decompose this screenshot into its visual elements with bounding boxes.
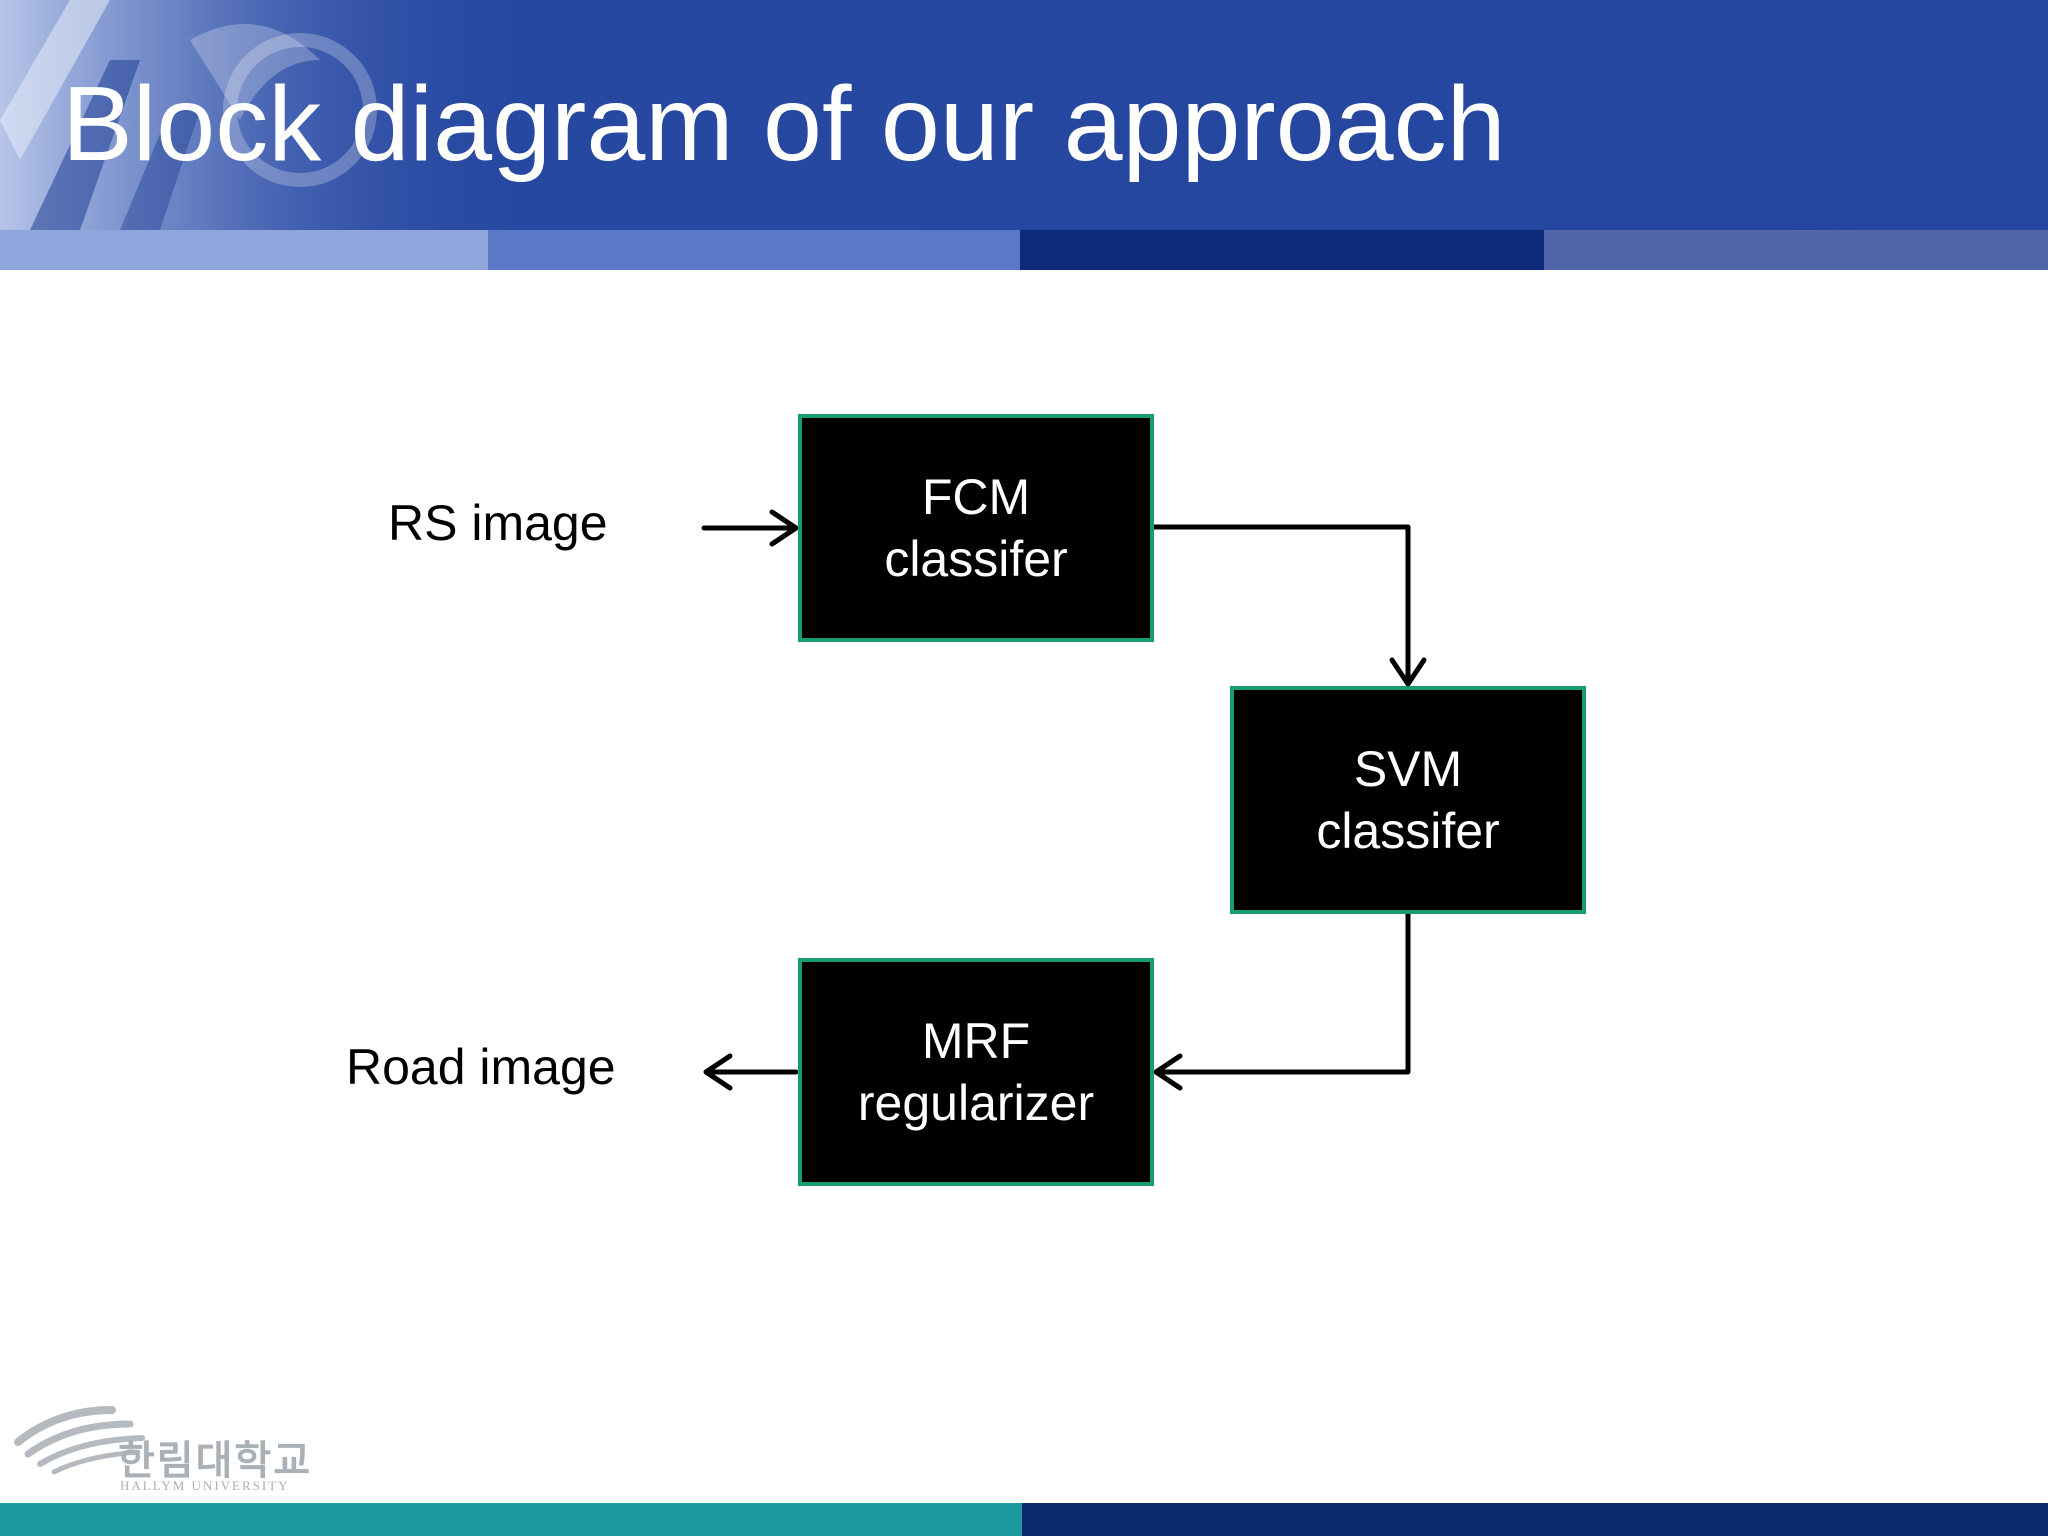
university-name: 한림대학교	[118, 1438, 312, 1484]
arrowhead-svm-icon	[1389, 657, 1427, 687]
band-segment-dark	[1020, 230, 1544, 270]
input-label: RS image	[388, 495, 608, 551]
arrow-fcm-to-svm	[1151, 524, 1411, 685]
mrf-regularizer-block: MRF regularizer	[798, 958, 1154, 1186]
band-segment-slate	[1544, 230, 2048, 270]
block-subtitle: classifer	[884, 531, 1068, 587]
block-title: MRF	[921, 1013, 1031, 1069]
band-segment-mid	[488, 230, 1020, 270]
header-color-band	[0, 230, 2048, 270]
arrow-svm-to-mrf	[1155, 909, 1411, 1075]
university-subtitle: HALLYM UNIVERSITY	[120, 1478, 290, 1493]
block-title: FCM	[921, 469, 1031, 525]
footer-bar	[0, 1503, 2048, 1536]
slide-title: Block diagram of our approach	[62, 65, 1506, 183]
block-title: SVM	[1353, 741, 1463, 797]
arrowhead-fcm-icon	[769, 509, 799, 547]
block-subtitle: regularizer	[857, 1075, 1095, 1131]
block-subtitle: classifer	[1316, 803, 1500, 859]
footer-segment-navy	[1022, 1503, 2048, 1536]
university-logo-icon	[14, 1406, 145, 1475]
output-label: Road image	[346, 1039, 616, 1095]
arrowhead-mrf-icon	[1153, 1053, 1183, 1091]
header-decoration-icon	[0, 0, 460, 230]
fcm-classifier-block: FCM classifer	[798, 414, 1154, 642]
svm-classifier-block: SVM classifer	[1230, 686, 1586, 914]
slide-header: Block diagram of our approach	[0, 0, 2048, 230]
footer-segment-teal	[0, 1503, 1022, 1536]
band-segment-light	[0, 230, 488, 270]
arrowhead-output-icon	[703, 1053, 733, 1091]
